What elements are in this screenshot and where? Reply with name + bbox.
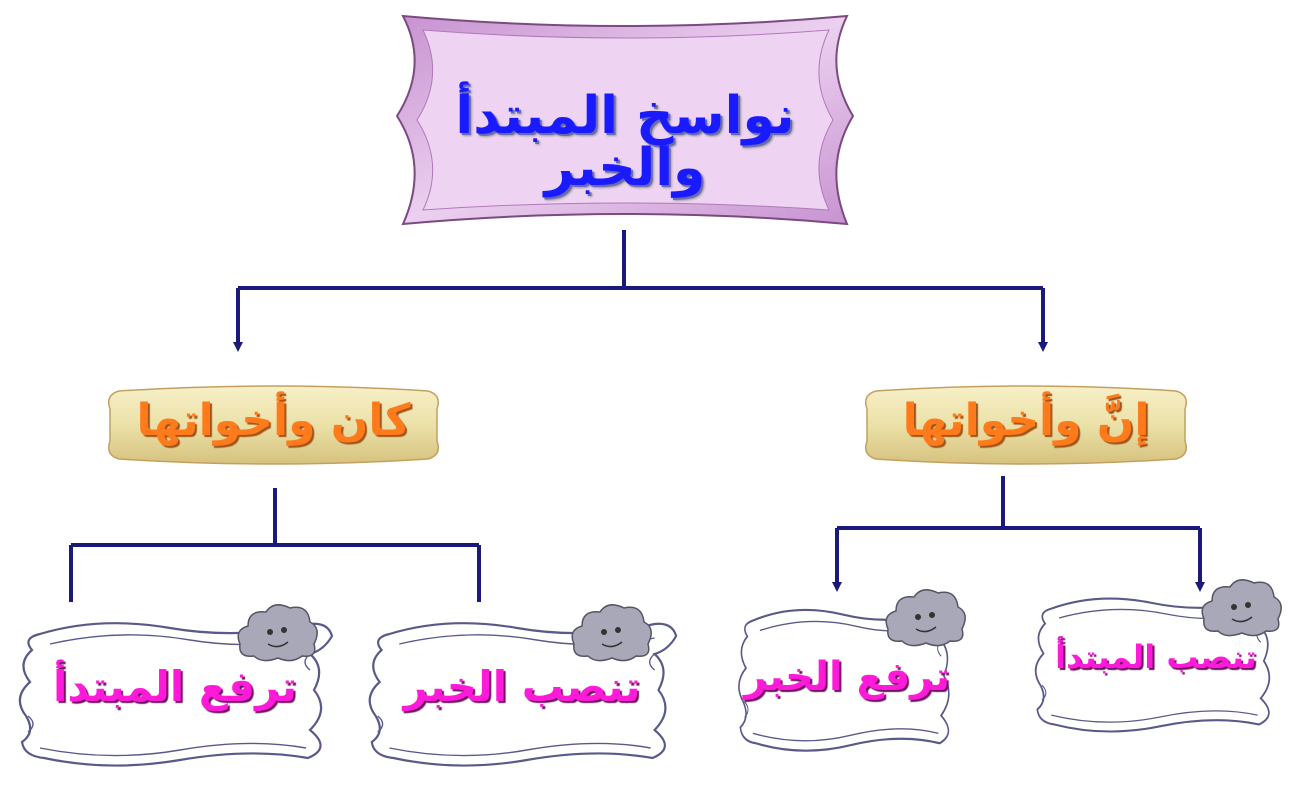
leaf-kana-raises-subject: ترفع المبتدأ [10, 598, 340, 780]
branch-kana-shape [107, 385, 440, 465]
leaf-label: تنصب الخبر [403, 662, 641, 711]
leaf-label: ترفع الخبر [743, 654, 951, 700]
branch-inna-shape [864, 385, 1188, 465]
branch-kana: كان وأخواتها [105, 383, 442, 465]
root-scroll-shape [395, 14, 855, 226]
leaf-label: ترفع المبتدأ [53, 662, 297, 711]
leaf-inna-raises-predicate: ترفع الخبر [732, 585, 962, 765]
root-title: نواسخ المبتدأ والخبر [455, 86, 795, 198]
cloud-icon [232, 600, 320, 664]
branch-inna-label: إنَّ وأخواتها [902, 395, 1150, 446]
branch-inna: إنَّ وأخواتها [862, 383, 1190, 465]
cloud-icon [566, 600, 654, 664]
cloud-icon [880, 585, 968, 649]
branch-kana-label: كان وأخواتها [136, 395, 411, 446]
root-node: نواسخ المبتدأ والخبر [383, 6, 867, 234]
leaf-kana-accuses-predicate: تنصب الخبر [360, 598, 684, 780]
leaf-label: تنصب المبتدأ [1055, 638, 1257, 676]
cloud-icon [1196, 575, 1284, 639]
leaf-inna-accuses-subject: تنصب المبتدأ [1028, 575, 1284, 745]
